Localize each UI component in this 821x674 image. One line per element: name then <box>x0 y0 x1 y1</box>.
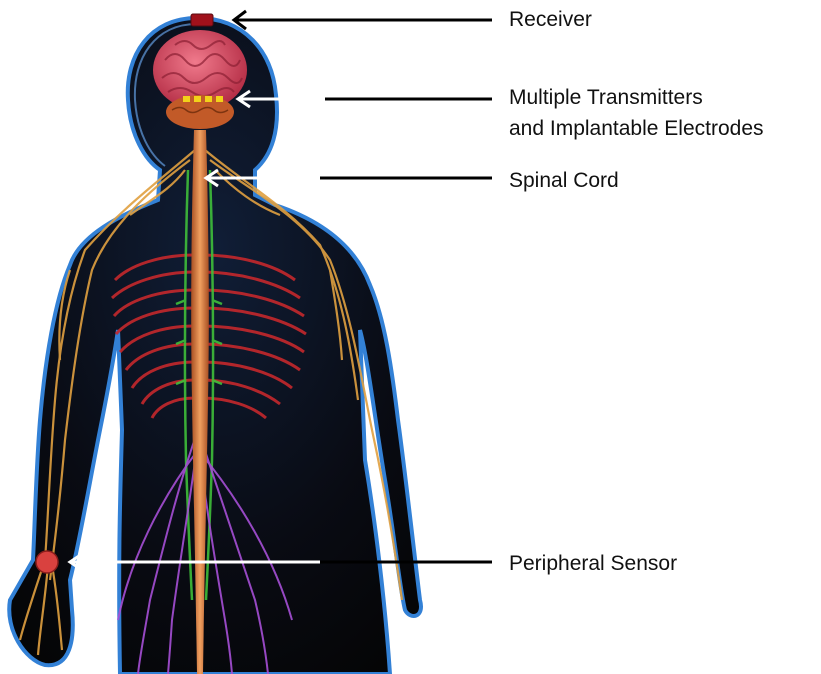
spinal-cord-label: Spinal Cord <box>509 167 619 195</box>
transmitters-label-line2: and Implantable Electrodes <box>509 115 764 143</box>
receiver-marker <box>191 14 213 26</box>
sensor-marker <box>36 551 58 573</box>
transmitters-label-line1: Multiple Transmitters <box>509 84 703 112</box>
receiver-arrow <box>234 11 492 29</box>
receiver-label: Receiver <box>509 6 592 34</box>
peripheral-sensor-label: Peripheral Sensor <box>509 550 677 578</box>
brain <box>153 30 247 129</box>
